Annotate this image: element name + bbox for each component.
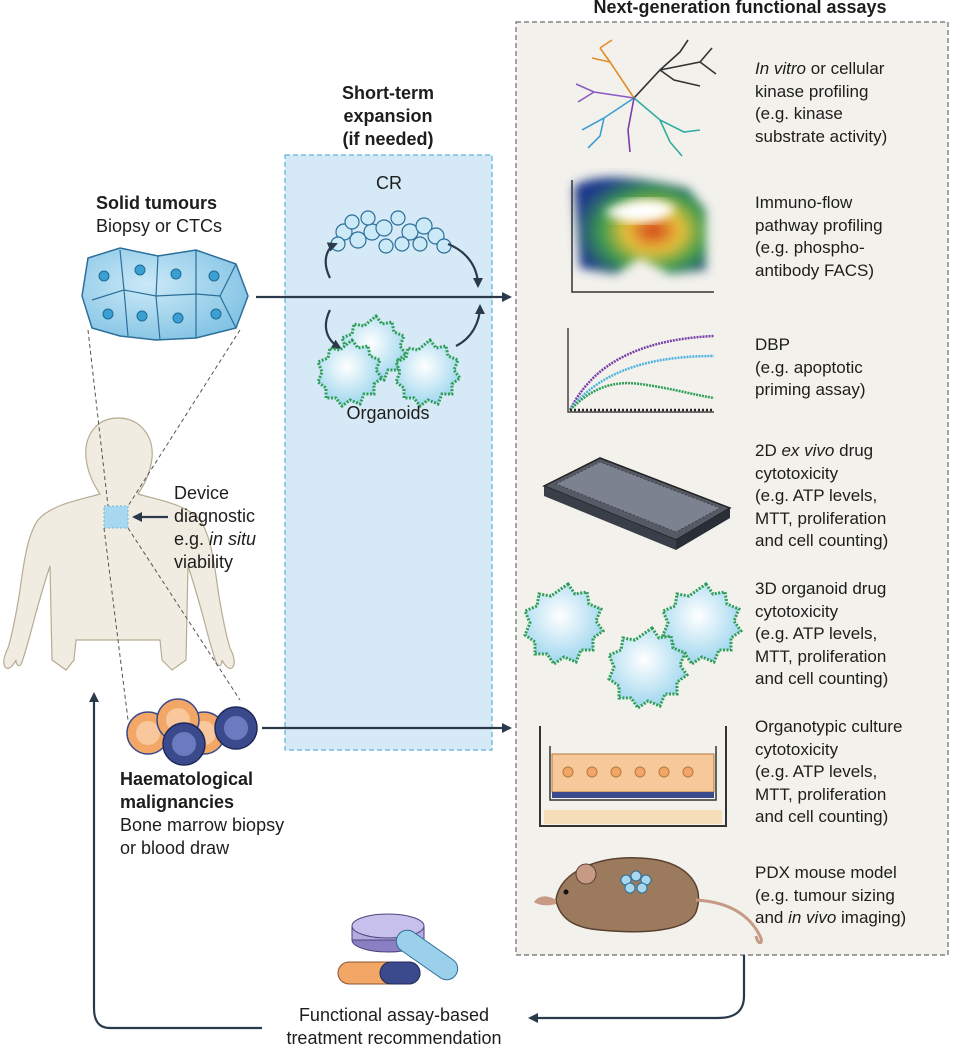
- dbp-line1: DBP: [755, 335, 790, 354]
- drug2d-line2: cytotoxicity: [755, 463, 839, 483]
- org3d-line3: (e.g. ATP levels,: [755, 624, 878, 643]
- dbp-line2: (e.g. apoptotic: [755, 357, 863, 377]
- expansion-organoids: [316, 313, 463, 409]
- orgtyp-line3: (e.g. ATP levels,: [755, 762, 878, 781]
- flow-line2: pathway profiling: [755, 215, 883, 235]
- dbp-line3: priming assay): [755, 380, 866, 399]
- device-square: [103, 505, 129, 529]
- haem-title-line2: malignancies: [120, 792, 235, 812]
- haem-sub-line2: or blood draw: [120, 838, 230, 858]
- haem-title-line1: Haematological: [120, 769, 254, 789]
- assay-pdx-text: PDX mouse model (e.g. tumour sizing and …: [755, 862, 950, 930]
- assay-flow-text: Immuno-flow pathway profiling (e.g. phos…: [755, 192, 950, 282]
- haematological-label: Haematological malignancies Bone marrow …: [120, 768, 320, 860]
- device-line1: Device: [174, 483, 230, 503]
- organotypic-culture-icon: [539, 726, 727, 827]
- assay-2d-text: 2D ex vivo drug cytotoxicity (e.g. ATP l…: [755, 440, 950, 553]
- pdx-line1: PDX mouse model: [755, 863, 897, 882]
- recommendation-line1: Functional assay-based: [298, 1005, 490, 1025]
- assay-3d-text: 3D organoid drug cytotoxicity (e.g. ATP …: [755, 578, 950, 691]
- kinase-line1-rest: or cellular: [806, 59, 885, 78]
- haem-sub-line1: Bone marrow biopsy: [120, 815, 285, 835]
- expansion-title-line2: expansion: [343, 106, 433, 126]
- pdx-line3: and in vivo imaging): [755, 907, 950, 930]
- drug2d-line1-rest: drug: [834, 441, 874, 460]
- pdx-line3-italic: in vivo: [788, 908, 837, 927]
- assay-organotypic-text: Organotypic culture cytotoxicity (e.g. A…: [755, 716, 950, 829]
- pdx-line2: (e.g. tumour sizing: [755, 885, 895, 905]
- pdx-line3-prefix: and: [755, 908, 789, 927]
- cr-label: CR: [376, 173, 402, 193]
- device-line3-italic: in situ: [209, 529, 257, 549]
- kinase-line1: In vitro or cellular: [755, 58, 950, 81]
- orgtyp-line4: MTT, proliferation: [755, 784, 887, 804]
- orgtyp-line2: cytotoxicity: [755, 739, 839, 759]
- solid-tumours-label: Solid tumours Biopsy or CTCs: [96, 192, 286, 238]
- recommendation-label: Functional assay-based treatment recomme…: [254, 1004, 534, 1050]
- flow-heatmap-icon: [571, 177, 714, 293]
- solid-tumours-subtitle: Biopsy or CTCs: [96, 216, 223, 236]
- expansion-panel: [284, 154, 493, 751]
- pills-icon: [337, 913, 459, 985]
- assay-kinase-text: In vitro or cellular kinase profiling (e…: [755, 58, 950, 148]
- kinase-line4: substrate activity): [755, 126, 888, 146]
- pdx-line3-rest: imaging): [836, 908, 907, 927]
- org3d-line5: and cell counting): [755, 669, 889, 688]
- device-line4: viability: [174, 552, 234, 572]
- expansion-title-line1: Short-term: [341, 83, 434, 103]
- dbp-curves-icon: [567, 328, 715, 413]
- pdx-mouse-icon: [534, 857, 763, 945]
- device-diagnostic-label: Device diagnostic e.g. in situ viability: [174, 482, 294, 574]
- drug2d-line1-italic: ex vivo: [781, 441, 835, 460]
- solid-tumour-cells: [81, 247, 249, 341]
- drug2d-line3: (e.g. ATP levels,: [755, 486, 878, 505]
- device-line3: e.g. in situ: [174, 528, 294, 551]
- assays-title: Next-generation functional assays: [593, 0, 887, 17]
- drug2d-line4: MTT, proliferation: [755, 508, 887, 528]
- kinase-tree-icon: [575, 39, 717, 157]
- flow-line4: antibody FACS): [755, 260, 875, 280]
- assay-dbp-text: DBP (e.g. apoptotic priming assay): [755, 334, 950, 402]
- drug2d-line5: and cell counting): [755, 531, 889, 550]
- expansion-title-line3: (if needed): [342, 129, 434, 149]
- kinase-line3: (e.g. kinase: [755, 104, 843, 123]
- device-line2: diagnostic: [174, 506, 256, 526]
- recommendation-line2: treatment recommendation: [286, 1028, 502, 1048]
- kinase-line2: kinase profiling: [755, 81, 869, 101]
- haematological-cells: [126, 698, 258, 766]
- org3d-line2: cytotoxicity: [755, 601, 839, 621]
- org3d-line4: MTT, proliferation: [755, 646, 887, 666]
- organoid-3d-icon: [523, 581, 744, 711]
- solid-tumours-title: Solid tumours: [96, 193, 217, 213]
- device-line3-prefix: e.g.: [174, 529, 210, 549]
- drug2d-line1: 2D ex vivo drug: [755, 440, 950, 463]
- flow-line3: (e.g. phospho-: [755, 238, 865, 257]
- orgtyp-line5: and cell counting): [755, 807, 889, 826]
- kinase-line1-italic: In vitro: [755, 59, 807, 78]
- organoids-label: Organoids: [346, 403, 430, 423]
- flow-line1: Immuno-flow: [755, 193, 853, 212]
- orgtyp-line1: Organotypic culture: [755, 717, 903, 736]
- drug2d-line1-prefix: 2D: [755, 441, 782, 460]
- well-plate-icon: [542, 457, 732, 550]
- expansion-title: Short-term expansion (if needed): [288, 82, 488, 151]
- org3d-line1: 3D organoid drug: [755, 579, 887, 598]
